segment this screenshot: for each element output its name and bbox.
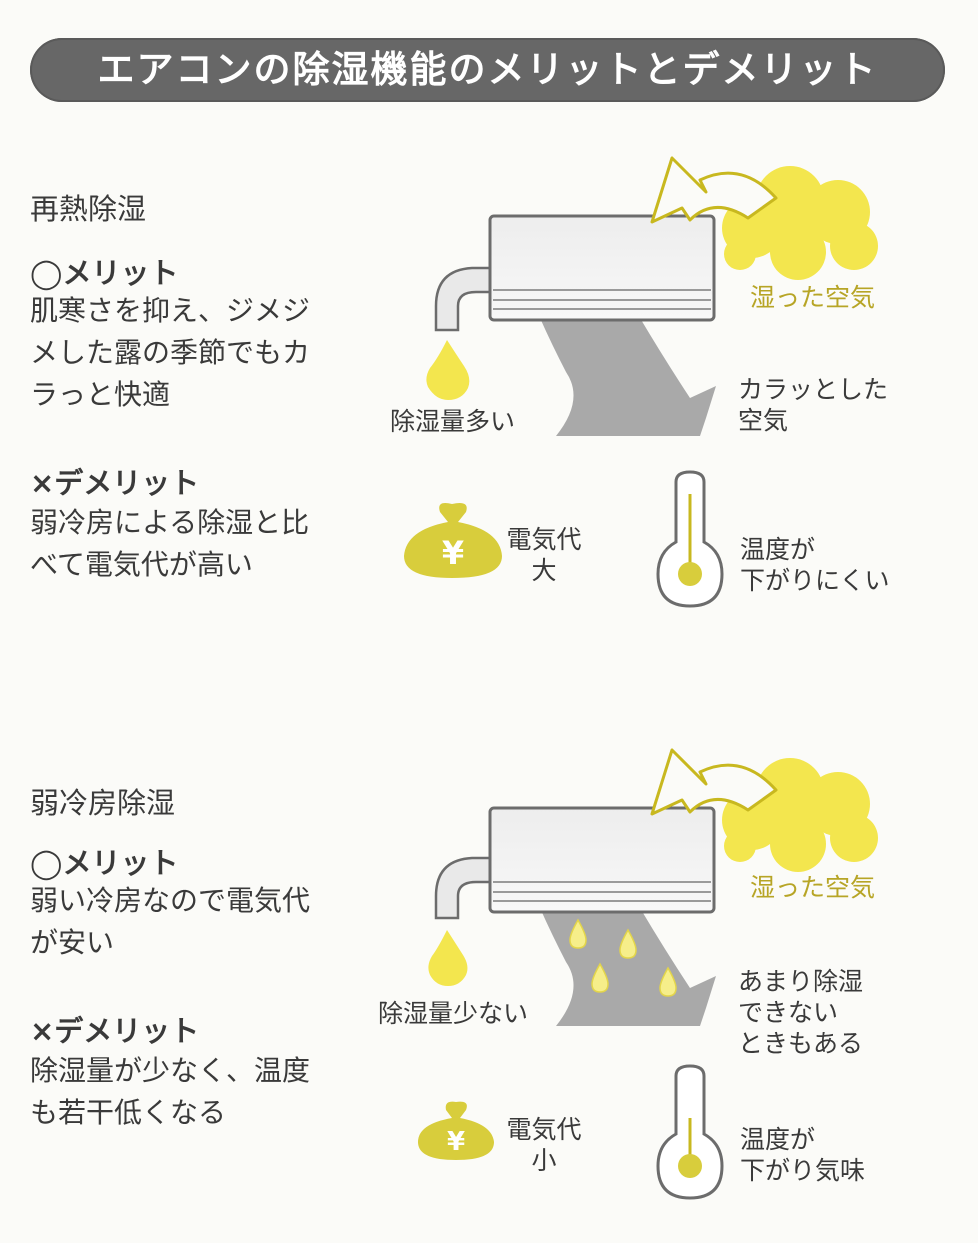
intake-arrow-icon — [650, 156, 778, 224]
water-drop-icon — [428, 930, 468, 986]
remaining-moisture-drops-icon — [569, 918, 677, 997]
air-conditioner-icon — [488, 806, 716, 914]
header-banner: エアコンの除湿機能のメリットとデメリット — [30, 38, 945, 102]
temperature-label: 温度が 下がりにくい — [740, 535, 890, 595]
drain-pipe — [434, 856, 496, 920]
section-title-reheat: 再熱除湿 — [30, 192, 147, 226]
dry-air-flow-arrow — [540, 318, 716, 436]
demerit-heading: ×デメリット — [30, 466, 200, 500]
diagram-reheat: ¥ — [404, 156, 878, 608]
humid-air-cloud-icon — [722, 166, 878, 280]
page-title: エアコンの除湿機能のメリットとデメリット — [97, 48, 878, 91]
intake-arrow-icon — [650, 748, 778, 816]
electricity-cost-label: 電気代 小 — [506, 1115, 582, 1175]
dry-air-label: あまり除湿 できない ときもある — [738, 967, 864, 1058]
merit-text: 弱い冷房なので電気代 が安い — [30, 884, 311, 959]
merit-text: 肌寒さを抑え、ジメジ メした露の季節でもカ ラっと快適 — [30, 294, 311, 411]
dry-air-flow-arrow — [540, 908, 716, 1026]
yen-money-bag-icon: ¥ — [418, 1101, 494, 1160]
dehumid-amount-label: 除湿量少ない — [378, 999, 529, 1028]
humid-air-label: 湿った空気 — [750, 873, 876, 902]
thermometer-icon — [656, 1064, 724, 1200]
demerit-text: 除湿量が少なく、温度 も若干低くなる — [30, 1054, 311, 1129]
humid-air-label: 湿った空気 — [750, 283, 876, 312]
yen-symbol: ¥ — [447, 1127, 465, 1157]
dehumid-amount-label: 除湿量多い — [390, 407, 516, 436]
merit-heading: ◯メリット — [30, 846, 179, 880]
thermometer-icon — [656, 470, 724, 608]
water-drop-icon — [426, 340, 470, 400]
section-title-weak-cooling: 弱冷房除湿 — [30, 786, 176, 820]
air-conditioner-icon — [488, 214, 716, 322]
temperature-label: 温度が 下がり気味 — [740, 1125, 866, 1185]
demerit-heading: ×デメリット — [30, 1014, 200, 1048]
diagram-weak-cooling: ¥ — [418, 748, 878, 1200]
yen-money-bag-icon: ¥ — [404, 503, 502, 578]
merit-heading: ◯メリット — [30, 256, 179, 290]
electricity-cost-label: 電気代 大 — [506, 525, 582, 585]
dry-air-label: カラッとした 空気 — [738, 375, 889, 435]
drain-pipe — [434, 266, 496, 332]
demerit-text: 弱冷房による除湿と比 べて電気代が高い — [30, 506, 310, 581]
humid-air-cloud-icon — [722, 758, 878, 872]
yen-symbol: ¥ — [442, 534, 464, 572]
